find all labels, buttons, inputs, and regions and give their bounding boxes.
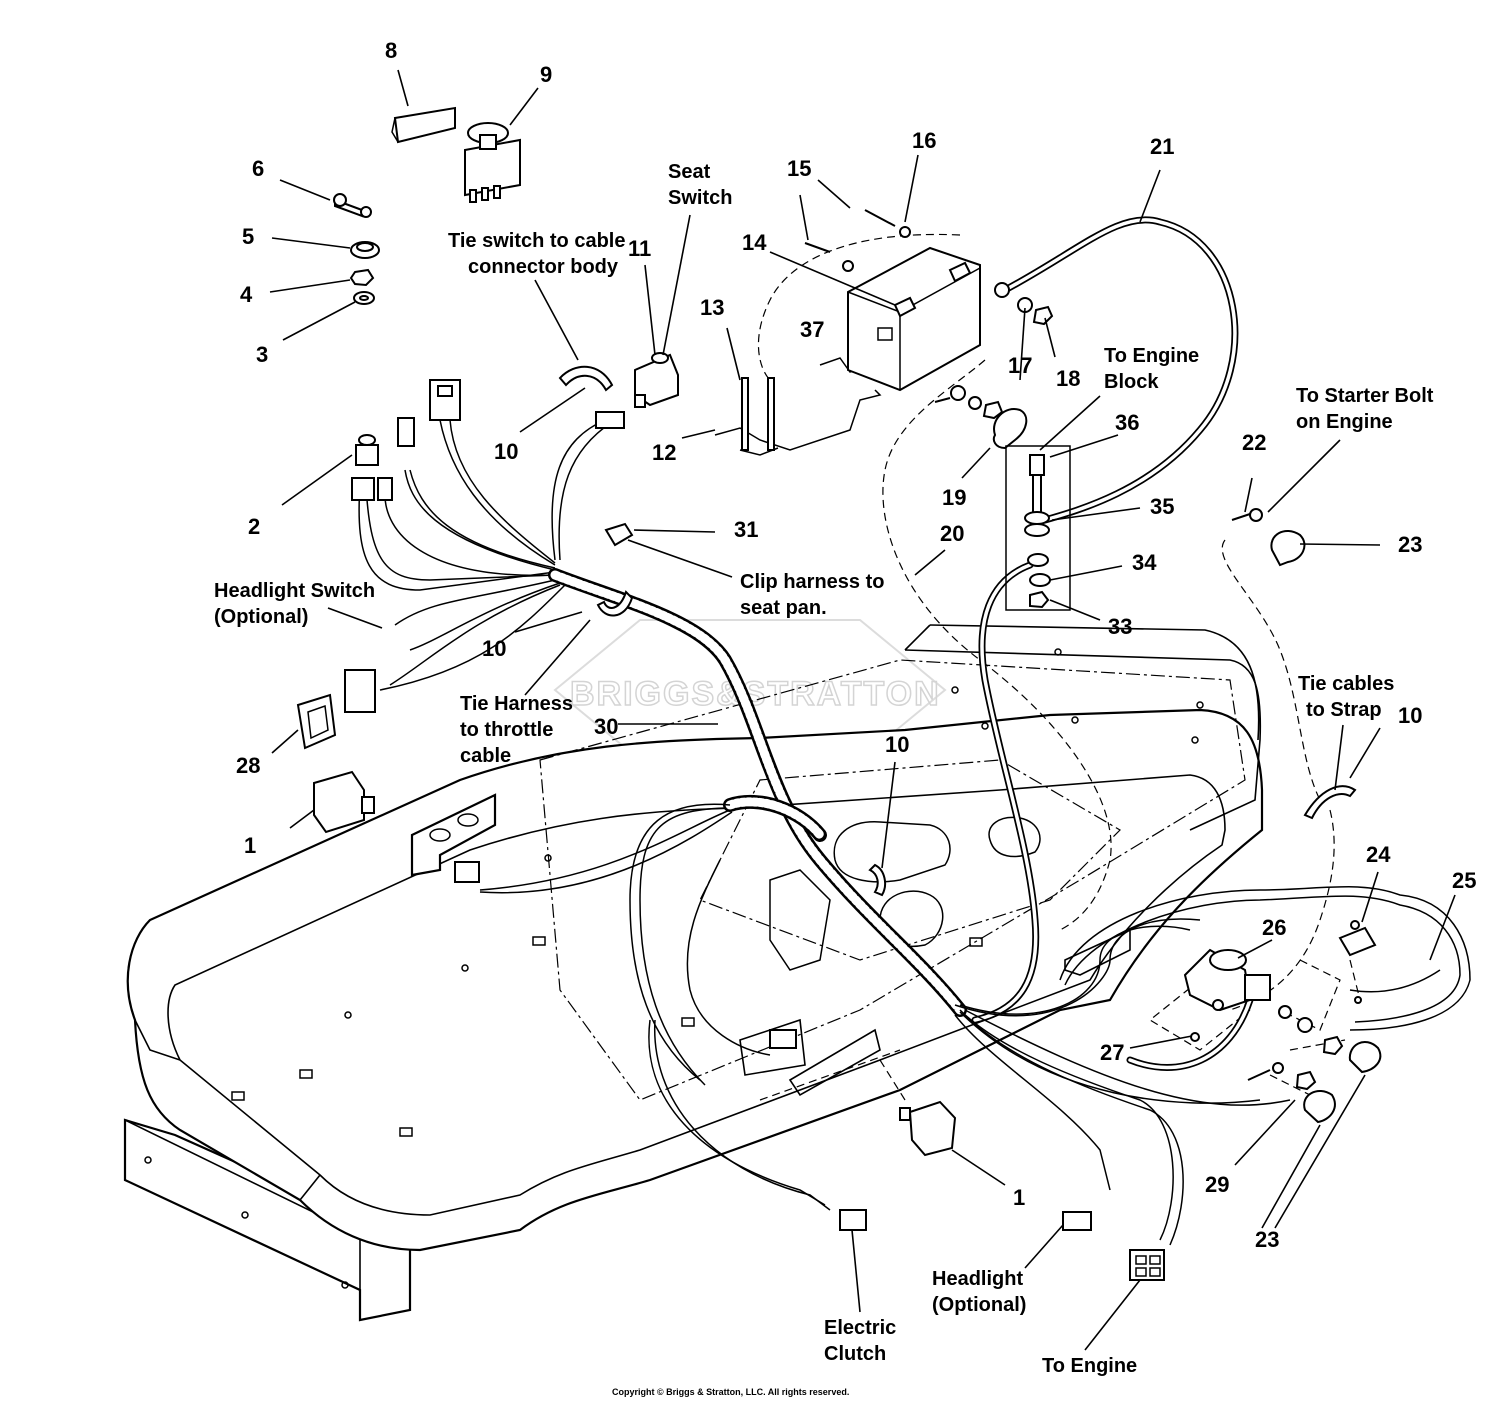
callout-20: 20: [940, 521, 964, 546]
callout-30: 30: [594, 714, 618, 739]
note-tie-cables-2: to Strap: [1306, 699, 1382, 721]
note-headlight-2: (Optional): [932, 1294, 1026, 1316]
part-13-studs: [739, 377, 779, 456]
leader-lines: [269, 69, 1456, 1351]
engine-block-hardware-box: [1005, 445, 1071, 611]
note-clip-harness-1: Clip harness to: [740, 571, 884, 593]
note-seat-switch-2: Switch: [668, 187, 732, 209]
callout-8: 8: [385, 38, 397, 63]
callout-29: 29: [1205, 1172, 1229, 1197]
callout-13: 13: [700, 295, 724, 320]
note-tie-harness-1: Tie Harness: [460, 693, 573, 715]
callout-31: 31: [734, 517, 758, 542]
callout-28: 28: [236, 753, 260, 778]
connector-seat-harness: [595, 411, 625, 429]
callout-4: 4: [240, 282, 253, 307]
part-4-nut: [349, 268, 375, 287]
callout-3: 3: [256, 342, 268, 367]
callout-numbers: 8 9 6 5 4 3 11 13 14 15 16 37 21 17 18 1…: [236, 38, 1476, 1252]
starter-cable-hardware: [1190, 996, 1382, 1124]
callout-25: 25: [1452, 868, 1476, 893]
note-tie-harness-2: to throttle: [460, 719, 553, 741]
part-26-solenoid: [1183, 948, 1271, 1012]
part-10-cable-tie-left: [596, 590, 634, 617]
callout-36: 36: [1115, 410, 1139, 435]
callout-23-a: 23: [1398, 532, 1422, 557]
callout-21: 21: [1150, 134, 1174, 159]
starter-hardware: [1231, 508, 1306, 567]
callout-10-b: 10: [482, 636, 506, 661]
callout-12: 12: [652, 440, 676, 465]
callout-24: 24: [1366, 842, 1391, 867]
note-tie-switch-1: Tie switch to cable: [448, 230, 625, 252]
callout-6: 6: [252, 156, 264, 181]
callout-18: 18: [1056, 366, 1080, 391]
callout-26: 26: [1262, 915, 1286, 940]
part-9-pto-switch: [464, 122, 521, 203]
note-starter-bolt-1: To Starter Bolt: [1296, 385, 1434, 407]
note-electric-clutch-2: Clutch: [824, 1343, 886, 1365]
callout-22: 22: [1242, 430, 1266, 455]
note-headlight-switch-1: Headlight Switch: [214, 580, 375, 602]
note-engine-block-2: Block: [1104, 371, 1159, 393]
note-clip-harness-2: seat pan.: [740, 597, 827, 619]
note-tie-switch-2: connector body: [468, 256, 619, 278]
note-electric-clutch-1: Electric: [824, 1317, 896, 1339]
note-engine-block-1: To Engine: [1104, 345, 1199, 367]
callout-19: 19: [942, 485, 966, 510]
part-1-relay-upper: [313, 770, 375, 834]
note-tie-cables-1: Tie cables: [1298, 673, 1394, 695]
callout-35: 35: [1150, 494, 1174, 519]
part-2-ignition-switch: [351, 379, 461, 501]
note-to-engine: To Engine: [1042, 1355, 1137, 1377]
watermark-text: BRIGGS&STRATTON: [570, 675, 941, 713]
callout-34: 34: [1132, 550, 1157, 575]
mower-frame: [123, 624, 1264, 1322]
part-11-seat-switch: [634, 352, 679, 408]
note-headlight-1: Headlight: [932, 1268, 1023, 1290]
callout-10-c: 10: [885, 732, 909, 757]
callout-33: 33: [1108, 614, 1132, 639]
callout-37: 37: [800, 317, 824, 342]
callout-10-a: 10: [494, 439, 518, 464]
battery-hardware: [804, 209, 1054, 450]
copyright-text: Copyright © Briggs & Stratton, LLC. All …: [612, 1387, 849, 1397]
part-24-terminal: [1338, 920, 1377, 957]
part-3-washer: [353, 291, 375, 305]
callout-11: 11: [628, 236, 651, 261]
callout-1-a: 1: [244, 833, 256, 858]
part-31-clip: [604, 522, 634, 547]
callout-9: 9: [540, 62, 552, 87]
part-10-cable-tie-mid: [868, 863, 887, 897]
note-starter-bolt-2: on Engine: [1296, 411, 1393, 433]
note-labels: Seat Switch Tie switch to cable connecto…: [214, 161, 1434, 1377]
callout-14: 14: [742, 230, 767, 255]
callout-15: 15: [787, 156, 811, 181]
battery-cables: [971, 216, 1254, 1071]
callout-27: 27: [1100, 1040, 1124, 1065]
note-seat-switch-1: Seat: [668, 161, 711, 183]
wiring-harness: [358, 419, 1471, 1246]
part-6-key: [333, 193, 372, 218]
callout-5: 5: [242, 224, 254, 249]
part-37-battery: [847, 246, 981, 392]
note-tie-harness-3: cable: [460, 745, 511, 767]
part-1-relay-lower: [899, 1100, 957, 1157]
part-10-cable-tie-right: [1303, 785, 1357, 820]
callout-23-b: 23: [1255, 1227, 1279, 1252]
callout-1-b: 1: [1013, 1185, 1025, 1210]
part-5-bezel: [350, 241, 380, 259]
callout-10-d: 10: [1398, 703, 1422, 728]
callout-16: 16: [912, 128, 936, 153]
callout-17: 17: [1008, 353, 1032, 378]
part-8-cover-plate: [391, 106, 456, 144]
note-headlight-switch-2: (Optional): [214, 606, 308, 628]
connectors-bottom: [454, 861, 1165, 1281]
part-10-cable-tie-top: [558, 365, 614, 392]
callout-2: 2: [248, 514, 260, 539]
part-28-headlight-switch: [296, 669, 376, 750]
